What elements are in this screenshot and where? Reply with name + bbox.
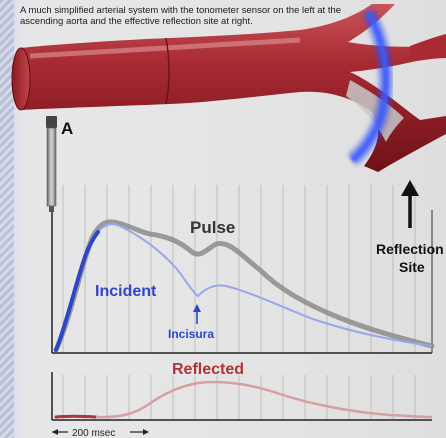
sensor-label: A xyxy=(61,119,73,138)
artery-open-end xyxy=(12,48,30,110)
incisura-arrow-icon xyxy=(193,304,201,324)
incisura-label: Incisura xyxy=(168,327,214,341)
reflected-curve-light xyxy=(96,382,432,417)
scale-label: 200 msec xyxy=(72,428,115,438)
tonometer-probe-icon xyxy=(46,116,57,212)
artery-upper-branch xyxy=(410,34,446,62)
reflection-site-label-1: Reflection xyxy=(376,241,444,257)
up-arrow-icon xyxy=(401,180,419,228)
incident-label: Incident xyxy=(95,283,157,300)
reflected-label: Reflected xyxy=(172,361,244,378)
reflected-curve-dark xyxy=(56,416,96,417)
reflection-site-label-2: Site xyxy=(399,259,425,275)
pulse-label: Pulse xyxy=(190,218,235,237)
